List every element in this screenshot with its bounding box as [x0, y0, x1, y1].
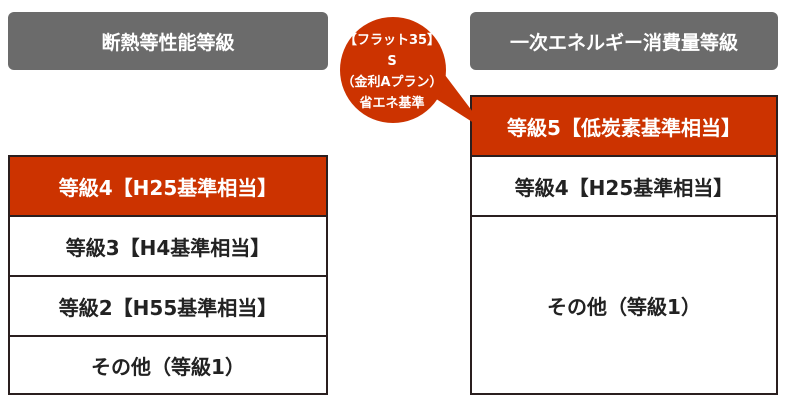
bubble-line: （金利Aプラン） — [341, 75, 443, 90]
left-header: 断熱等性能等級 — [8, 12, 328, 70]
bubble-tail — [430, 75, 488, 132]
right-header: 一次エネルギー消費量等級 — [470, 12, 778, 70]
bubble-line: 【フラット35】S — [343, 33, 441, 69]
insulation-grade-table: 等級4【H25基準相当】 等級3【H4基準相当】 等級2【H55基準相当】 その… — [8, 155, 328, 395]
grade-row: 等級4【H25基準相当】 — [10, 157, 326, 217]
grade-row: その他（等級1） — [91, 354, 245, 379]
grade-row: 等級5【低炭素基準相当】 — [472, 97, 776, 157]
bubble-circle — [340, 17, 446, 123]
grade-row: 等級2【H55基準相当】 — [10, 277, 326, 337]
grade-row: 等級4【H25基準相当】 — [472, 157, 776, 217]
energy-grade-table: 等級5【低炭素基準相当】 等級4【H25基準相当】 その他（等級1） — [470, 95, 778, 395]
grade-row: その他（等級1） — [547, 294, 701, 319]
bubble-text: 【フラット35】S （金利Aプラン） 省エネ基準 — [340, 30, 444, 114]
grade-row: 等級3【H4基準相当】 — [10, 217, 326, 277]
bubble-line: 省エネ基準 — [359, 96, 425, 111]
